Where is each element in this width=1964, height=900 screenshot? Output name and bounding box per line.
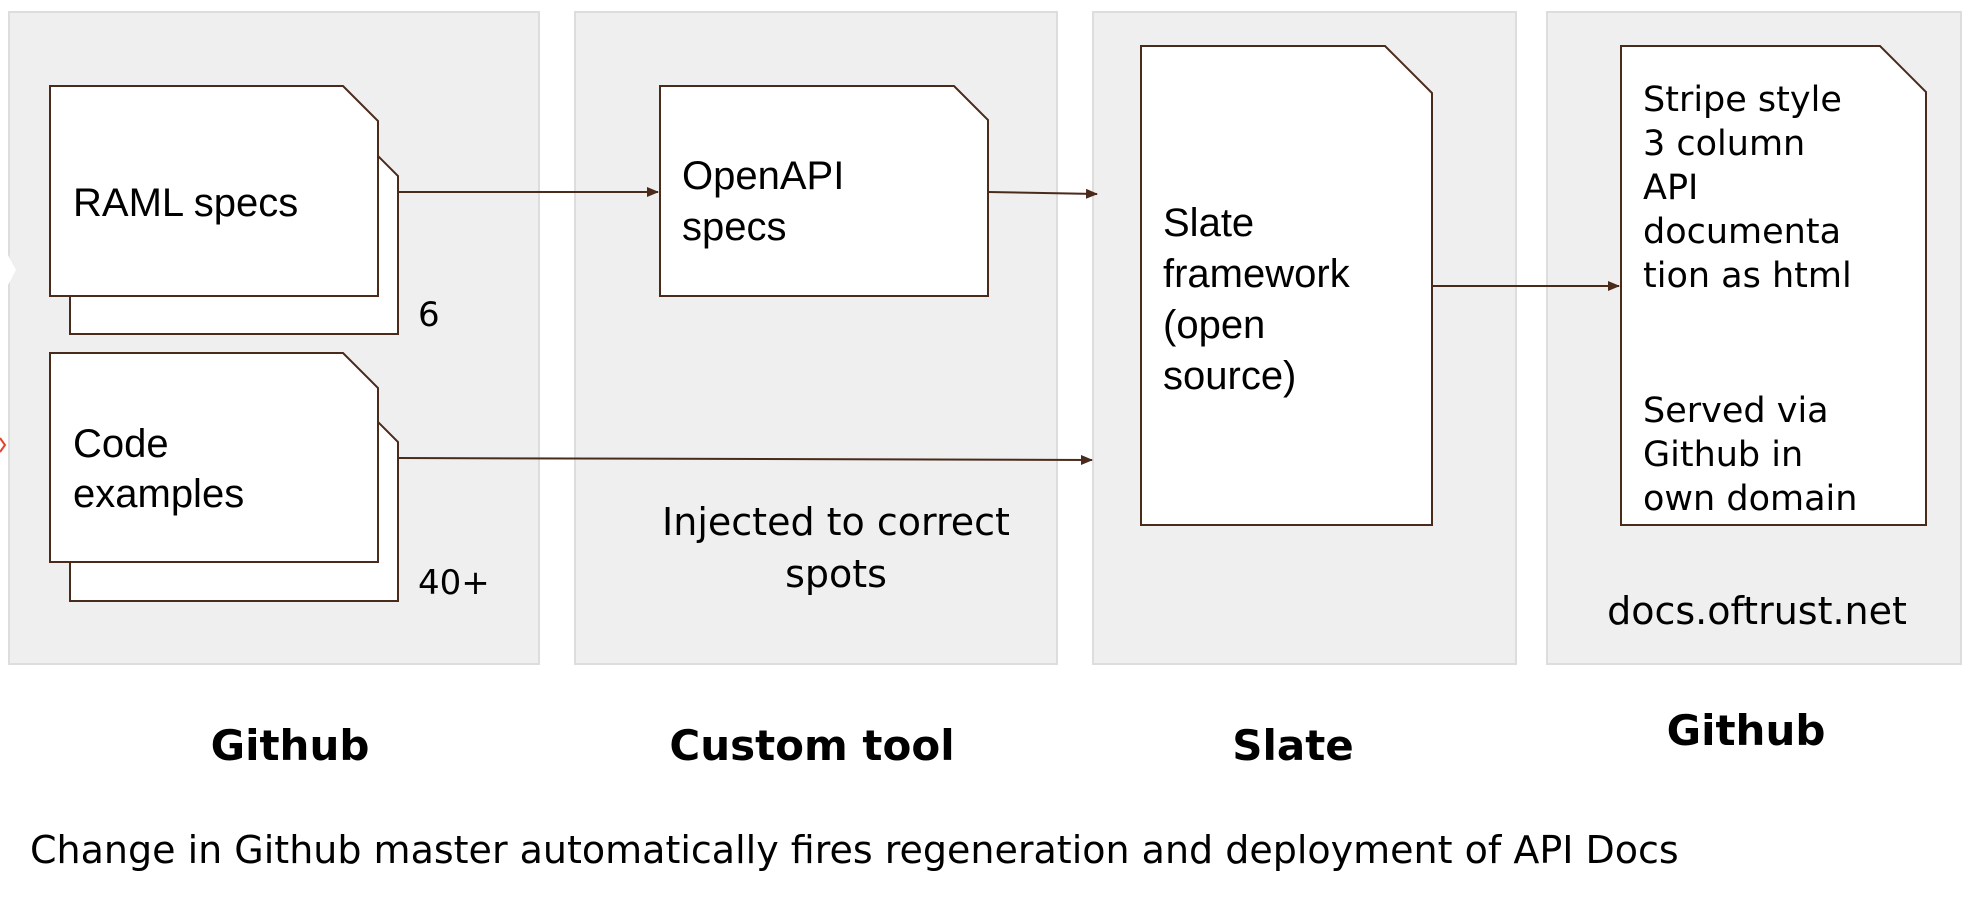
column-title-slate: Slate [1232, 721, 1354, 770]
stripe-docs-node: Stripe style 3 column API documenta tion… [1620, 45, 1927, 526]
stripe-docs-line1: Stripe style [1643, 80, 1842, 120]
raml-specs-node: RAML specs 6 [49, 85, 440, 335]
stripe-docs-line6: Served via [1643, 391, 1829, 431]
arrow-code-to-slate [397, 454, 1093, 465]
slate-framework-page [1140, 45, 1433, 526]
left-edge-red-mark [0, 437, 7, 453]
stripe-docs-line4: documenta [1643, 212, 1841, 252]
raml-specs-label: RAML specs [73, 181, 298, 225]
code-examples-label-line2: examples [73, 472, 244, 516]
raml-specs-count: 6 [418, 295, 440, 335]
code-examples-label-line1: Code [73, 422, 169, 466]
stripe-docs-line2: 3 column [1643, 124, 1805, 164]
left-edge-notch [0, 240, 16, 300]
arrow-openapi-to-slate [987, 188, 1098, 199]
injected-note-line1: Injected to correct [662, 500, 1010, 544]
openapi-specs-node: OpenAPI specs [659, 85, 989, 297]
stripe-docs-line5: tion as html [1643, 256, 1852, 296]
slate-framework-label-line2: framework [1163, 252, 1351, 296]
footer-description: Change in Github master automatically fi… [30, 828, 1679, 872]
raml-specs-front-page [49, 85, 379, 297]
code-examples-front-page [49, 352, 379, 563]
stripe-docs-line3: API [1643, 168, 1698, 208]
column-title-github-docs: Github [1666, 706, 1826, 755]
slate-framework-node: Slate framework (open source) [1140, 45, 1433, 526]
column-title-custom-tool: Custom tool [669, 721, 955, 770]
code-examples-count: 40+ [418, 563, 490, 603]
stripe-docs-page [1620, 45, 1927, 526]
injected-note-line2: spots [785, 552, 887, 596]
slate-framework-label-line3: (open [1163, 303, 1265, 347]
openapi-specs-label-line1: OpenAPI [682, 154, 844, 198]
slate-framework-label-line1: Slate [1163, 201, 1254, 245]
openapi-specs-label-line2: specs [682, 205, 787, 249]
openapi-specs-page [659, 85, 989, 297]
stripe-docs-line7: Github in [1643, 435, 1803, 475]
stripe-docs-line8: own domain [1643, 479, 1857, 519]
column-title-github-source: Github [210, 721, 370, 770]
code-examples-node: Code examples 40+ [49, 352, 490, 603]
docs-domain-label: docs.oftrust.net [1607, 589, 1907, 633]
slate-framework-label-line4: source) [1163, 354, 1296, 398]
